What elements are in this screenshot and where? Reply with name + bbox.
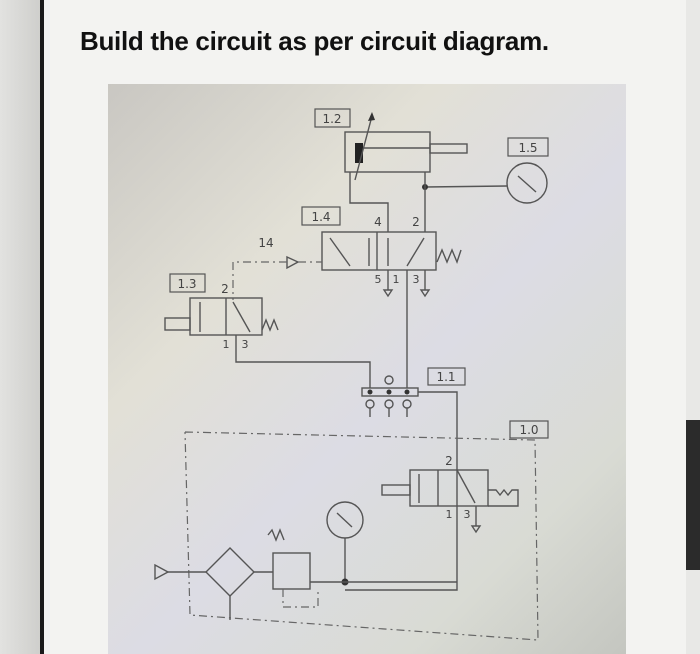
svg-text:3: 3 [242,338,249,351]
page-border [40,0,44,654]
svg-text:2: 2 [412,215,420,229]
svg-text:3: 3 [413,273,420,286]
svg-text:1: 1 [223,338,230,351]
cylinder-1-2: 1.2 [314,108,468,181]
svg-text:1.1: 1.1 [436,370,455,384]
pressure-gauge-1-5: 1.5 [422,137,549,204]
svg-text:2: 2 [221,282,229,296]
distributor-manifold-1-1: 1.1 [345,367,466,591]
svg-text:1: 1 [446,508,453,521]
svg-text:1.3: 1.3 [177,277,196,291]
svg-text:1: 1 [393,273,400,286]
svg-text:2: 2 [445,454,453,468]
svg-text:1.4: 1.4 [311,210,330,224]
valve-3-2-1-3: 1.3 2 1 3 [164,273,279,351]
svg-text:1.0: 1.0 [519,423,538,437]
svg-text:14: 14 [258,236,273,250]
circuit-diagram-image [108,84,626,654]
question-title: Build the circuit as per circuit diagram… [80,26,549,56]
svg-text:1.2: 1.2 [322,112,341,126]
valve-5-2-1-4: 1.4 4 2 14 5 1 3 [232,206,462,300]
svg-text:5: 5 [375,273,382,286]
svg-text:1.5: 1.5 [518,141,537,155]
svg-text:3: 3 [464,508,471,521]
service-unit-1-0: 1.0 2 1 3 [154,420,549,641]
svg-text:4: 4 [374,215,382,229]
right-edge-dark [686,420,700,570]
left-margin [0,0,40,654]
